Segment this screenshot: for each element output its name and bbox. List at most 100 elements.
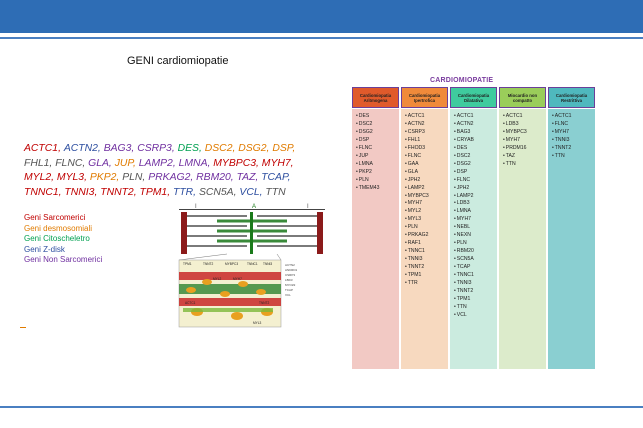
label-actc1: ACTC1 <box>185 301 196 305</box>
label-tnnt2-b: TNNT2 <box>259 301 269 305</box>
column-body: DESDSC2DSG2DSPFLNCJUPLMNAPKP2PLNTMEM43 <box>352 109 399 369</box>
gene-item: LAMP2 <box>454 193 497 201</box>
gene-item: TNNT2 <box>552 145 595 153</box>
gene-item: ACTC1 <box>503 113 546 121</box>
gene-item: TNNT2 <box>405 264 448 272</box>
gene-item: LMNA <box>454 208 497 216</box>
gene-item: PRDM16 <box>503 145 546 153</box>
column-body: ACTC1ACTN2CSRP3FHL1FHOD3FLNCGAAGLAJPH2LA… <box>401 109 448 369</box>
sarcomere-figure: I A I TPM1 TNNT2 MYBPC3 TNNC1 TNNI3 MYL2… <box>178 204 325 328</box>
footer-divider <box>0 406 643 408</box>
gene-item: SCN5A <box>454 256 497 264</box>
gene-name: MYL3, <box>56 172 90 184</box>
legend-item: Geni desmosomiali <box>24 223 93 233</box>
gene-item: FLNC <box>356 145 399 153</box>
gene-name: DSC2, <box>204 143 239 154</box>
gene-item: TAZ <box>503 153 546 161</box>
label-tnnt2: TNNT2 <box>203 262 213 266</box>
gene-item: FLNC <box>454 177 497 185</box>
gene-item: TNNI3 <box>454 280 497 288</box>
gene-item: TNNI3 <box>405 256 448 264</box>
gene-item: DES <box>454 145 497 153</box>
gene-name: MYBPC3, <box>213 157 262 169</box>
gene-name: PLN, <box>122 172 149 184</box>
gene-item: ACTN2 <box>405 121 448 129</box>
gene-name: JUP, <box>114 157 139 169</box>
gene-name: ACTN2, <box>63 143 104 154</box>
slide-title: GENI cardiomiopatie <box>127 55 229 67</box>
gene-item: DSG2 <box>356 129 399 137</box>
gene-item: MYBPC3 <box>405 193 448 201</box>
gene-item: MYH7 <box>552 129 595 137</box>
column-body: ACTC1FLNCMYH7TNNI3TNNT2TTN <box>548 109 595 369</box>
gene-item: LDB3 <box>454 200 497 208</box>
gene-item: LAMP2 <box>405 185 448 193</box>
gene-item: TNNT2 <box>454 288 497 296</box>
gene-name: ACTC1, <box>24 143 64 154</box>
gene-item: PLN <box>405 224 448 232</box>
gene-name: BAG3, <box>103 143 138 154</box>
gene-item: TNNC1 <box>405 248 448 256</box>
gene-name: TTR, <box>172 186 199 198</box>
gene-name: TTN <box>265 186 286 198</box>
gene-item: DSC2 <box>454 153 497 161</box>
gene-name: TNNC1, <box>24 186 65 198</box>
gene-name: LMNA, <box>178 157 214 169</box>
gene-item: TTN <box>454 304 497 312</box>
gene-item: TPM1 <box>454 296 497 304</box>
gene-name: LAMP2, <box>138 157 179 169</box>
gene-item: ACTC1 <box>454 113 497 121</box>
gene-item: GAA <box>405 161 448 169</box>
gene-item: PRKAG2 <box>405 232 448 240</box>
gene-item: VCL <box>454 312 497 320</box>
gene-list: ACTC1, ACTN2, BAG3, CSRP3, DES, DSC2, DS… <box>24 142 324 200</box>
gene-name: PRKAG2, <box>148 172 197 184</box>
gene-item: BAG3 <box>454 129 497 137</box>
z-disk-right <box>317 212 323 254</box>
column-header: Miocardio non compatto <box>499 87 546 108</box>
label-mybpc3: MYBPC3 <box>225 262 238 266</box>
column-header: Cardiomiopatia Dilatativa <box>450 87 497 108</box>
gene-item: DSG2 <box>454 161 497 169</box>
label-tnnc1: TNNC1 <box>247 262 258 266</box>
gene-item: DES <box>356 113 399 121</box>
gene-item: TNNC1 <box>454 272 497 280</box>
gene-item: NEXN <box>454 232 497 240</box>
legend-item: Geni Non Sarcomerici <box>24 255 103 265</box>
gene-item: TTR <box>405 280 448 288</box>
gene-item: ACTC1 <box>552 113 595 121</box>
gene-item: TMEM43 <box>356 185 399 193</box>
gene-item: DSP <box>356 137 399 145</box>
gene-item: LMNA <box>356 161 399 169</box>
gene-item: TPM1 <box>405 272 448 280</box>
gene-item: JPH2 <box>405 177 448 185</box>
band-label-right: I <box>307 204 309 210</box>
gene-name: TCAP, <box>261 172 291 184</box>
gene-name: TAZ, <box>236 172 262 184</box>
gene-item: RBM20 <box>454 248 497 256</box>
label-tnni3: TNNI3 <box>263 262 272 266</box>
legend-item: Geni Z-disk <box>24 244 65 254</box>
side-label: VCL <box>285 293 291 297</box>
column-body: ACTC1ACTN2BAG3CRYABDESDSC2DSG2DSPFLNCJPH… <box>450 109 497 369</box>
gene-name: DSG2, <box>238 143 273 154</box>
side-label: TCAP <box>285 288 293 292</box>
gene-item: DSC2 <box>356 121 399 129</box>
gene-name: PKP2, <box>89 172 123 184</box>
gene-item: TCAP <box>454 264 497 272</box>
gene-item: MYBPC3 <box>503 129 546 137</box>
gene-item: GLA <box>405 169 448 177</box>
gene-item: RAF1 <box>405 240 448 248</box>
decorative-mark <box>20 327 26 328</box>
column-body: ACTC1LDB3MYBPC3MYH7PRDM16TAZTTN <box>499 109 546 369</box>
side-label: ACTN2 <box>285 263 295 267</box>
gene-item: TTN <box>503 161 546 169</box>
band-label-middle: A <box>252 204 256 210</box>
gene-item: MYH7 <box>454 216 497 224</box>
gene-name: DSP, <box>272 143 296 154</box>
gene-item: PLN <box>454 240 497 248</box>
gene-item: PKP2 <box>356 169 399 177</box>
legend-item: Geni Sarcomerici <box>24 213 86 222</box>
gene-item: JUP <box>356 153 399 161</box>
